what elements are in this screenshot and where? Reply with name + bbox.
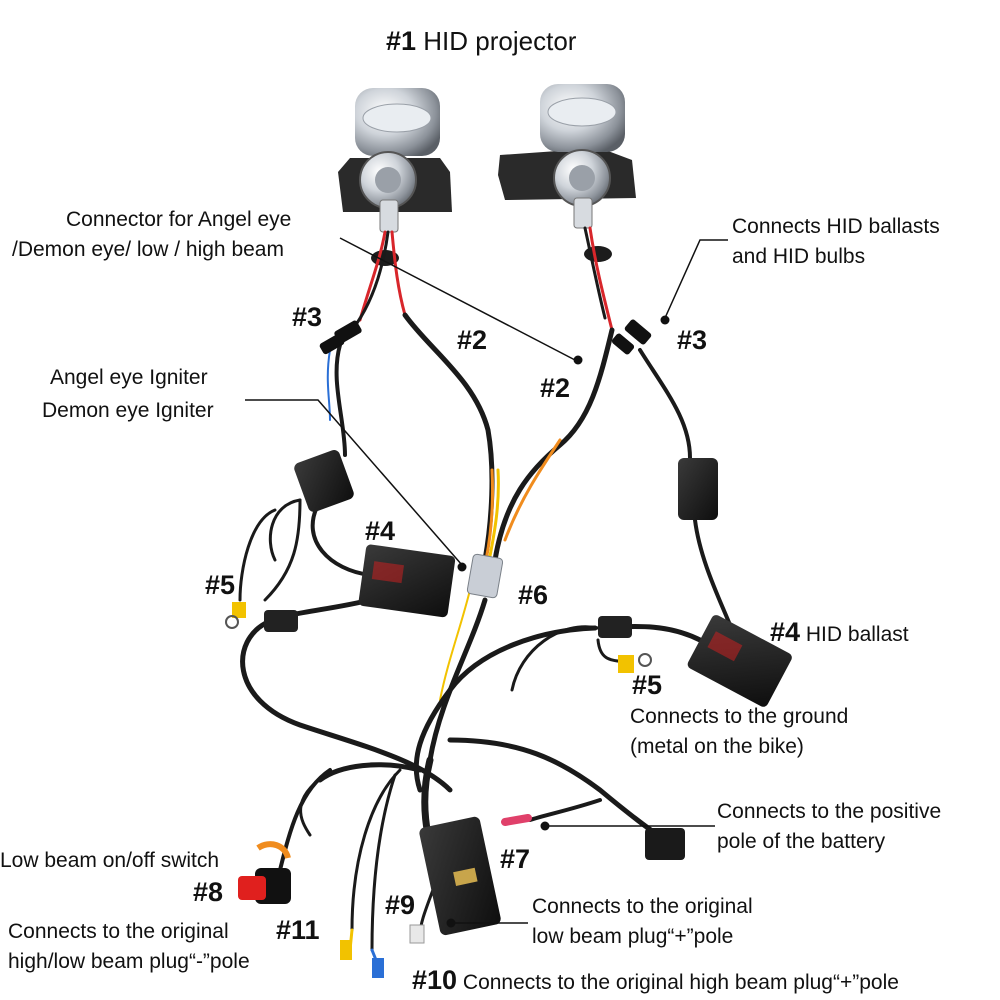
right-projector bbox=[498, 84, 636, 229]
wires bbox=[238, 226, 732, 972]
left-ballast bbox=[358, 544, 456, 618]
positive-line2: pole of the battery bbox=[717, 830, 886, 853]
high-beam-text: Connects to the original high beam plug“… bbox=[462, 971, 899, 994]
left-igniter bbox=[294, 450, 354, 512]
ballast-label-text: HID ballast bbox=[805, 623, 909, 646]
leader-dots bbox=[446, 315, 670, 928]
high-low-line1: Connects to the original bbox=[8, 920, 229, 943]
positive-line1: Connects to the positive bbox=[717, 800, 942, 823]
marker-7: #7 bbox=[500, 844, 531, 874]
low-beam-line2: low beam plug“+”pole bbox=[532, 925, 734, 948]
marker-5-left: #5 bbox=[205, 570, 236, 600]
marker-10: #10 bbox=[412, 965, 458, 995]
switch bbox=[238, 841, 291, 904]
switch-label: Low beam on/off switch bbox=[0, 849, 220, 872]
high-low-line2: high/low beam plug“-”pole bbox=[8, 950, 250, 973]
diagram-title: #1 HID projector bbox=[386, 26, 576, 56]
left-projector bbox=[338, 88, 452, 233]
marker-4-left: #4 bbox=[365, 516, 396, 546]
marker-8: #8 bbox=[193, 877, 224, 907]
title-text: HID projector bbox=[423, 26, 577, 56]
ground-line2: (metal on the bike) bbox=[630, 735, 804, 758]
high-beam-label: #10 Connects to the original high beam p… bbox=[412, 965, 899, 998]
relay bbox=[419, 816, 501, 936]
marker-2-left: #2 bbox=[457, 325, 488, 355]
demon-igniter-label: Demon eye Igniter bbox=[42, 399, 214, 422]
low-beam-line1: Connects to the original bbox=[532, 895, 753, 918]
marker-11: #11 bbox=[276, 915, 320, 945]
marker-3-left: #3 bbox=[292, 302, 323, 332]
demon-eye-igniter bbox=[466, 553, 504, 599]
connector-label-line2: /Demon eye/ low / high beam bbox=[12, 238, 284, 261]
title-number: #1 bbox=[386, 26, 417, 56]
marker-4-right: #4 bbox=[770, 617, 801, 647]
right-igniter bbox=[678, 458, 718, 520]
ground-line1: Connects to the ground bbox=[630, 705, 849, 728]
marker-2-right: #2 bbox=[540, 373, 571, 403]
connectors bbox=[264, 319, 685, 860]
leader-lines bbox=[245, 237, 728, 924]
connector-label-line1: Connector for Angel eye bbox=[66, 208, 292, 231]
ballast-label: #4 HID ballast bbox=[770, 617, 909, 650]
marker-6: #6 bbox=[518, 580, 549, 610]
marker-9: #9 bbox=[385, 890, 416, 920]
marker-5-right: #5 bbox=[632, 670, 663, 700]
terminals bbox=[225, 602, 652, 978]
angel-igniter-label: Angel eye Igniter bbox=[50, 366, 208, 389]
marker-3-right: #3 bbox=[677, 325, 708, 355]
right-ballast bbox=[687, 615, 792, 707]
hid-connect-line1: Connects HID ballasts bbox=[732, 215, 940, 238]
hid-connect-line2: and HID bulbs bbox=[732, 245, 866, 268]
